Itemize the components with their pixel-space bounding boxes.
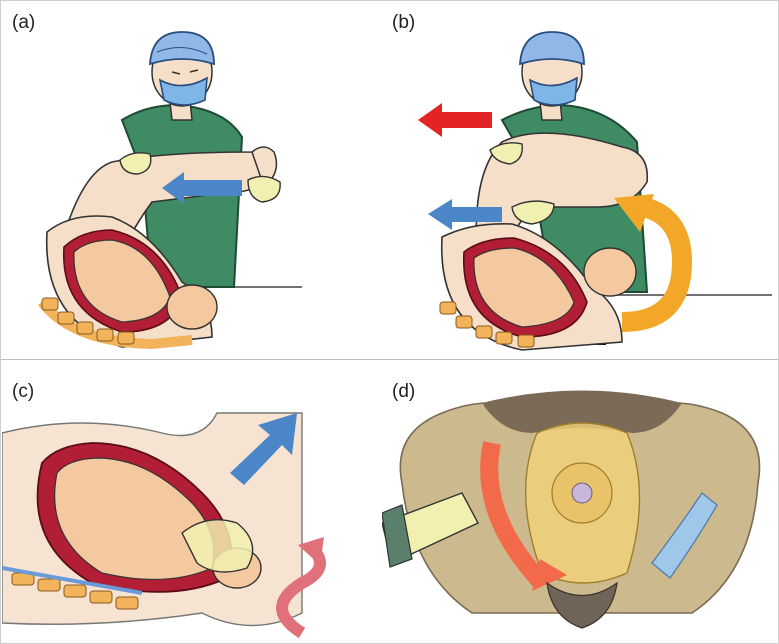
- panel-c: (c): [2, 373, 382, 643]
- surgical-cap-icon: [520, 32, 584, 64]
- panel-c-illustration: [2, 373, 382, 643]
- gloved-hand: [248, 176, 280, 202]
- arrow-left-red-icon: [418, 103, 492, 137]
- panel-label-b: (b): [392, 12, 415, 34]
- panel-b-illustration: [382, 2, 778, 357]
- panel-a-illustration: [2, 2, 382, 357]
- panel-d: (d): [382, 373, 778, 643]
- horizontal-divider: [1, 359, 778, 360]
- fetus-head: [584, 248, 636, 296]
- panel-a: (a): [2, 2, 382, 357]
- panel-b: (b): [382, 2, 778, 357]
- panel-label-c: (c): [12, 381, 34, 403]
- fetus-head: [167, 285, 217, 329]
- panel-label-a: (a): [12, 12, 35, 34]
- panel-label-d: (d): [392, 381, 415, 403]
- panel-d-illustration: [382, 373, 778, 643]
